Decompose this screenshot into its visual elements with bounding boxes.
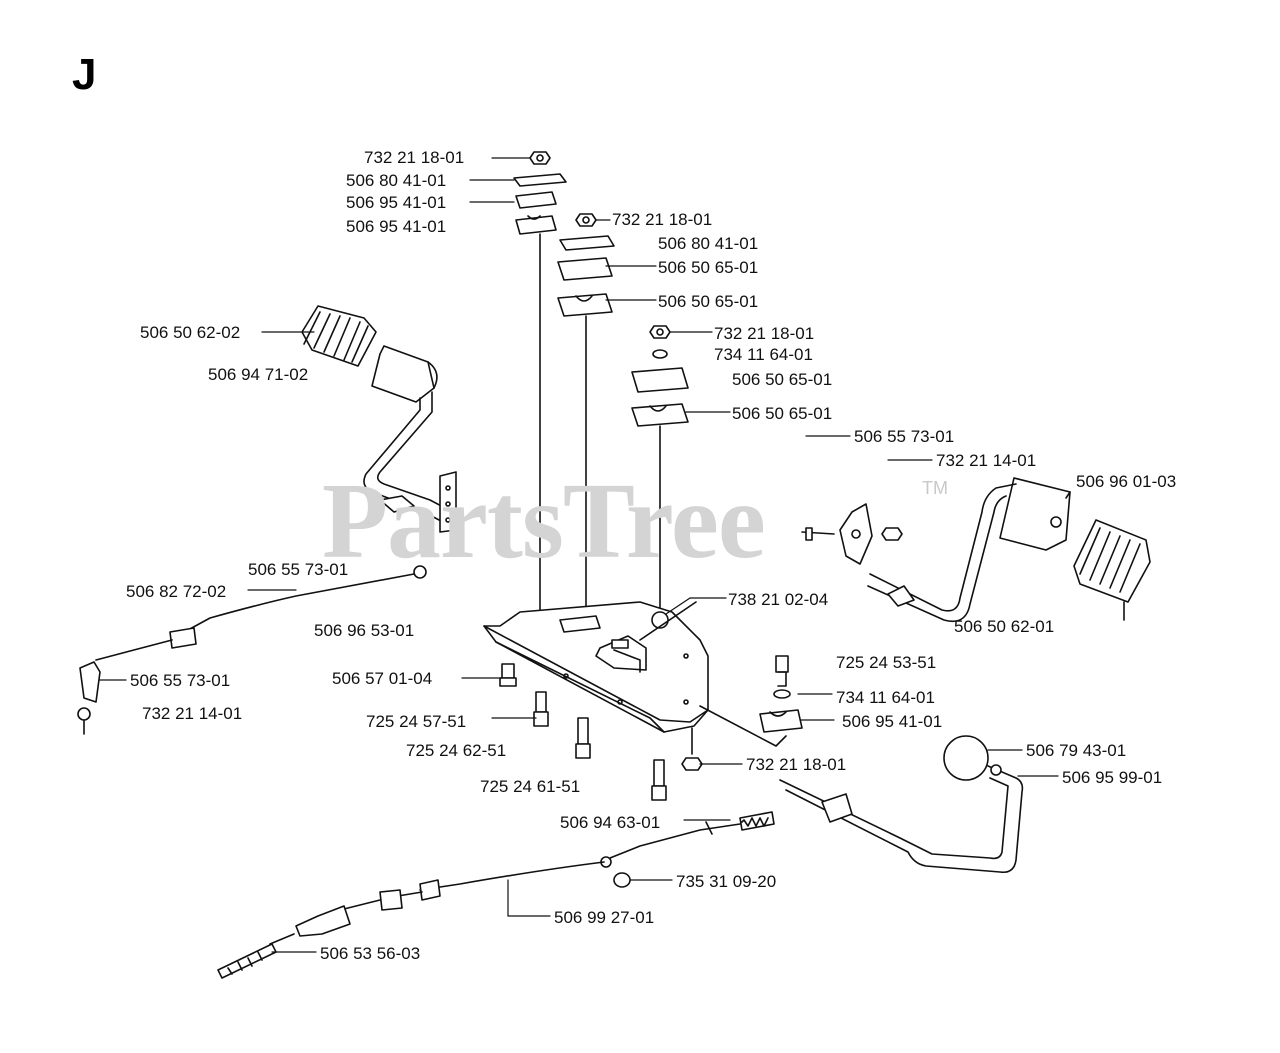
part-label[interactable]: 506 57 01-04	[332, 669, 433, 688]
part-label[interactable]: 506 94 63-01	[560, 813, 661, 832]
part-label[interactable]: 506 95 41-01	[346, 217, 447, 236]
part-label[interactable]: 506 82 72-02	[126, 582, 227, 601]
part-label[interactable]: 506 95 41-01	[346, 193, 447, 212]
part-label[interactable]: 732 21 14-01	[142, 704, 243, 723]
section-letter: J	[72, 50, 97, 99]
left-clamp-stack	[513, 151, 567, 621]
part-label[interactable]: 732 21 18-01	[746, 755, 847, 774]
middle-clamp-stack	[557, 213, 615, 617]
left-cable	[77, 565, 427, 735]
part-label[interactable]: 506 79 43-01	[1026, 741, 1127, 760]
part-label[interactable]: 725 24 53-51	[836, 653, 937, 672]
plate-bolts	[499, 663, 703, 801]
base-plate	[483, 601, 709, 733]
part-label[interactable]: 506 94 71-02	[208, 365, 309, 384]
part-label[interactable]: 725 24 61-51	[480, 777, 581, 796]
right-pedal	[801, 477, 1151, 623]
part-label[interactable]: 738 21 02-04	[728, 590, 829, 609]
part-label[interactable]: 506 80 41-01	[658, 234, 759, 253]
part-label[interactable]: 735 31 09-20	[676, 872, 777, 891]
part-label[interactable]: 506 50 65-01	[732, 370, 833, 389]
watermark-trademark: TM	[922, 478, 948, 498]
part-label[interactable]: 734 11 64-01	[836, 688, 935, 707]
part-label[interactable]: 506 50 65-01	[658, 258, 759, 277]
part-label[interactable]: 732 21 18-01	[714, 324, 815, 343]
part-label[interactable]: 725 24 62-51	[406, 741, 507, 760]
part-label[interactable]: 506 53 56-03	[320, 944, 421, 963]
part-label[interactable]: 506 96 01-03	[1076, 472, 1177, 491]
right-clamp-stack	[631, 325, 689, 641]
part-label[interactable]: 506 95 99-01	[1062, 768, 1163, 787]
part-label[interactable]: 506 80 41-01	[346, 171, 447, 190]
part-label[interactable]: 506 50 62-01	[954, 617, 1055, 636]
part-label[interactable]: 506 55 73-01	[248, 560, 349, 579]
part-label[interactable]: 506 96 53-01	[314, 621, 415, 640]
lower-cable	[217, 811, 775, 979]
part-label[interactable]: 506 55 73-01	[130, 671, 231, 690]
part-label[interactable]: 506 99 27-01	[554, 908, 655, 927]
part-label[interactable]: 732 21 18-01	[612, 210, 713, 229]
part-label[interactable]: 725 24 57-51	[366, 712, 467, 731]
right-bolt-clamp	[699, 655, 803, 747]
part-label[interactable]: 506 50 65-01	[658, 292, 759, 311]
lift-lever	[779, 735, 1024, 874]
part-label[interactable]: 732 21 18-01	[364, 148, 465, 167]
leader-lines	[99, 157, 1059, 953]
part-label[interactable]: 506 50 65-01	[732, 404, 833, 423]
part-label[interactable]: 734 11 64-01	[714, 345, 813, 364]
part-label[interactable]: 506 50 62-02	[140, 323, 241, 342]
part-label[interactable]: 506 95 41-01	[842, 712, 943, 731]
watermark: PartsTree	[322, 462, 766, 581]
part-label[interactable]: 732 21 14-01	[936, 451, 1037, 470]
part-label[interactable]: 506 55 73-01	[854, 427, 955, 446]
